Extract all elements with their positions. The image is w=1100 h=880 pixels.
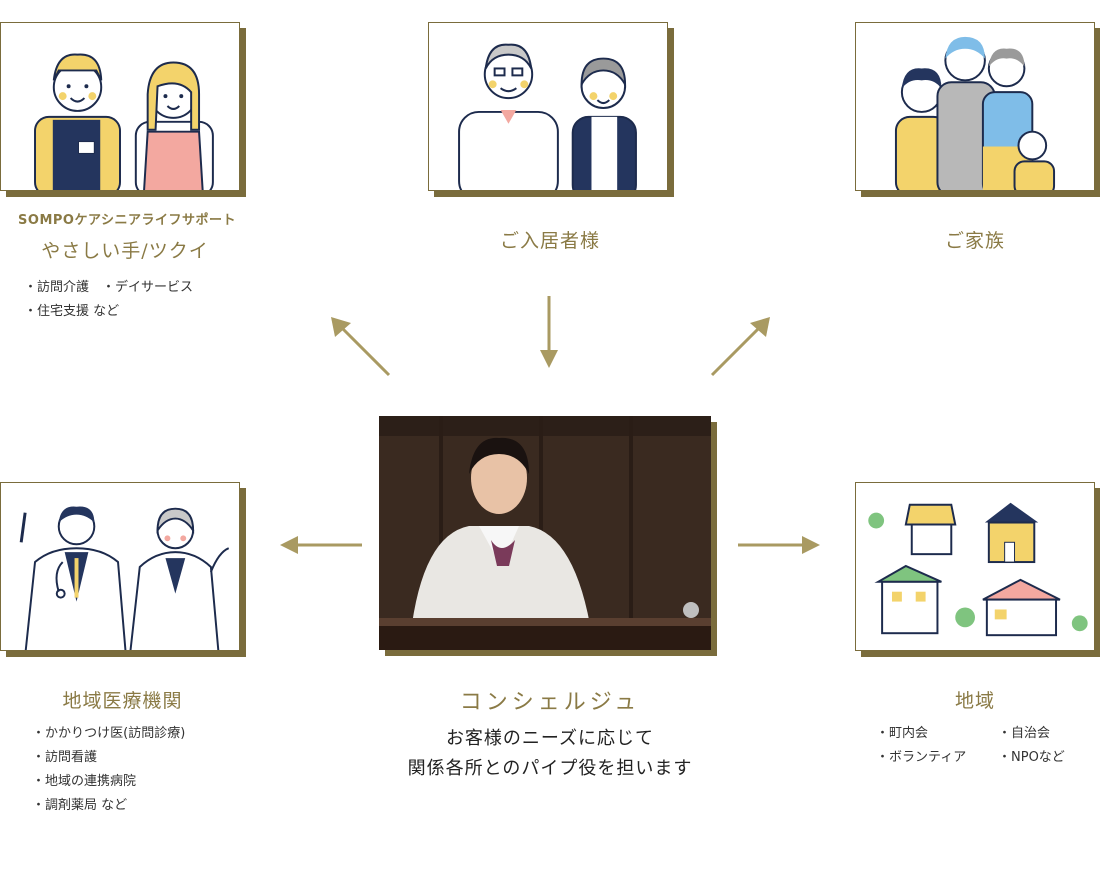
concierge-photo-icon (379, 416, 711, 650)
care-support-company: SOMPOケアシニアライフサポート (18, 213, 236, 228)
community-title: 地域 (954, 690, 995, 712)
list-item: ボランティア (876, 746, 966, 770)
family-card (855, 22, 1100, 197)
concierge-description: お客様のニーズに応じて 関係各所とのパイプ役を担います (360, 724, 740, 784)
medical-items: かかりつけ医(訪問診療) 訪問看護 地域の連携病院 調剤薬局 など (32, 722, 185, 818)
family-title: ご家族 (944, 230, 1005, 252)
list-item: 調剤薬局 など (32, 794, 185, 818)
list-item: 訪問看護 (32, 746, 185, 770)
arrow-left-icon (280, 536, 362, 554)
arrow-up-right-icon (710, 317, 770, 377)
list-item: 訪問介護 ・デイサービス (24, 276, 193, 300)
care-support-title: やさしい手/ツクイ (41, 240, 209, 262)
elderly-couple-illustration-icon (458, 43, 637, 190)
concierge-desc-line1: お客様のニーズに応じて (445, 728, 655, 749)
list-item: 自治会 (998, 722, 1065, 746)
residents-title: ご入居者様 (499, 230, 600, 252)
arrow-down-icon (540, 296, 558, 368)
houses-illustration-icon (868, 502, 1088, 637)
list-item: 地域の連携病院 (32, 770, 185, 794)
community-card (855, 482, 1100, 657)
residents-card (428, 22, 674, 197)
concierge-card (379, 416, 717, 656)
community-items-left: 町内会 ボランティア (876, 722, 966, 770)
doctors-illustration-icon (19, 506, 230, 650)
medical-title: 地域医療機関 (62, 690, 183, 712)
list-item: 町内会 (876, 722, 966, 746)
caregivers-illustration-icon (34, 53, 214, 190)
medical-card (0, 482, 246, 657)
list-item: 住宅支援 など (24, 300, 193, 324)
concierge-desc-line2: 関係各所とのパイプ役を担います (407, 758, 693, 779)
list-item: NPOなど (998, 746, 1065, 770)
concierge-title: コンシェルジュ (459, 690, 641, 715)
list-item: かかりつけ医(訪問診療) (32, 722, 185, 746)
care-support-card (0, 22, 246, 197)
care-support-items: 訪問介護 ・デイサービス 住宅支援 など (24, 276, 193, 324)
arrow-right-icon (738, 536, 820, 554)
community-items-right: 自治会 NPOなど (998, 722, 1065, 770)
arrow-up-left-icon (331, 317, 391, 377)
family-illustration-icon (894, 36, 1056, 190)
